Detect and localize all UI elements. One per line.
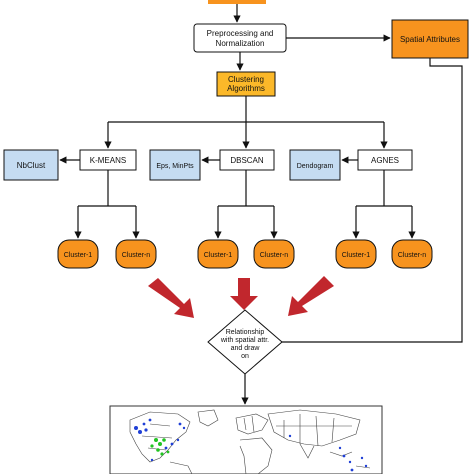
- nbclust-label: NbClust: [17, 161, 46, 170]
- spatial-attributes-node: Spatial Attributes: [391, 19, 469, 59]
- clustering-branch-connectors: [104, 96, 388, 149]
- dbscan-cluster-1-label: Cluster-1: [204, 252, 233, 259]
- eps-minpts-node: Eps, MinPts: [149, 149, 201, 181]
- nbclust-node: NbClust: [3, 149, 59, 181]
- red-down-arrow-icon: [148, 276, 334, 318]
- clustering-algorithms-node: Clustering Algorithms: [216, 71, 276, 97]
- kmeans-cluster-n-label: Cluster-n: [122, 252, 151, 259]
- dbscan-cluster-n-label: Cluster-n: [260, 252, 289, 259]
- dendogram-node: Dendogram: [289, 149, 341, 181]
- eps-minpts-label: Eps, MinPts: [156, 163, 194, 170]
- cluster-node: Cluster-n: [253, 239, 295, 269]
- world-map-image: [109, 405, 383, 474]
- cluster-node: Cluster-n: [391, 239, 433, 269]
- decision-label-line2: with spatial attr.: [220, 337, 269, 344]
- preprocessing-node: Preprocessing and Normalization: [193, 23, 287, 53]
- dendogram-label: Dendogram: [297, 163, 334, 170]
- top-node-edge: [208, 0, 266, 4]
- decision-node: Relationship with spatial attr. and draw…: [207, 309, 283, 375]
- preprocessing-label-line1: Preprocessing and: [207, 29, 274, 38]
- clustering-label-line2: Algorithms: [227, 84, 265, 93]
- decision-label-line1: Relationship: [226, 329, 265, 336]
- cluster-node: Cluster-1: [57, 239, 99, 269]
- dbscan-node: DBSCAN: [219, 149, 275, 171]
- decision-label-line4: on: [241, 353, 249, 360]
- spatial-attributes-label: Spatial Attributes: [400, 35, 460, 44]
- kmeans-label: K-MEANS: [90, 156, 126, 165]
- agnes-cluster-1-label: Cluster-1: [342, 252, 371, 259]
- cluster-node: Cluster-1: [335, 239, 377, 269]
- cluster-node: Cluster-n: [115, 239, 157, 269]
- clustering-label-line1: Clustering: [228, 75, 264, 84]
- spatial-to-decision-connector: [269, 58, 463, 346]
- cluster-connectors: [74, 170, 416, 239]
- agnes-label: AGNES: [371, 156, 399, 165]
- agnes-node: AGNES: [357, 149, 413, 171]
- kmeans-node: K-MEANS: [79, 149, 137, 171]
- cluster-node: Cluster-1: [197, 239, 239, 269]
- preprocessing-label-line2: Normalization: [216, 39, 265, 48]
- dbscan-label: DBSCAN: [230, 156, 264, 165]
- kmeans-cluster-1-label: Cluster-1: [64, 252, 93, 259]
- agnes-cluster-n-label: Cluster-n: [398, 252, 427, 259]
- decision-label-line3: and draw: [231, 345, 261, 352]
